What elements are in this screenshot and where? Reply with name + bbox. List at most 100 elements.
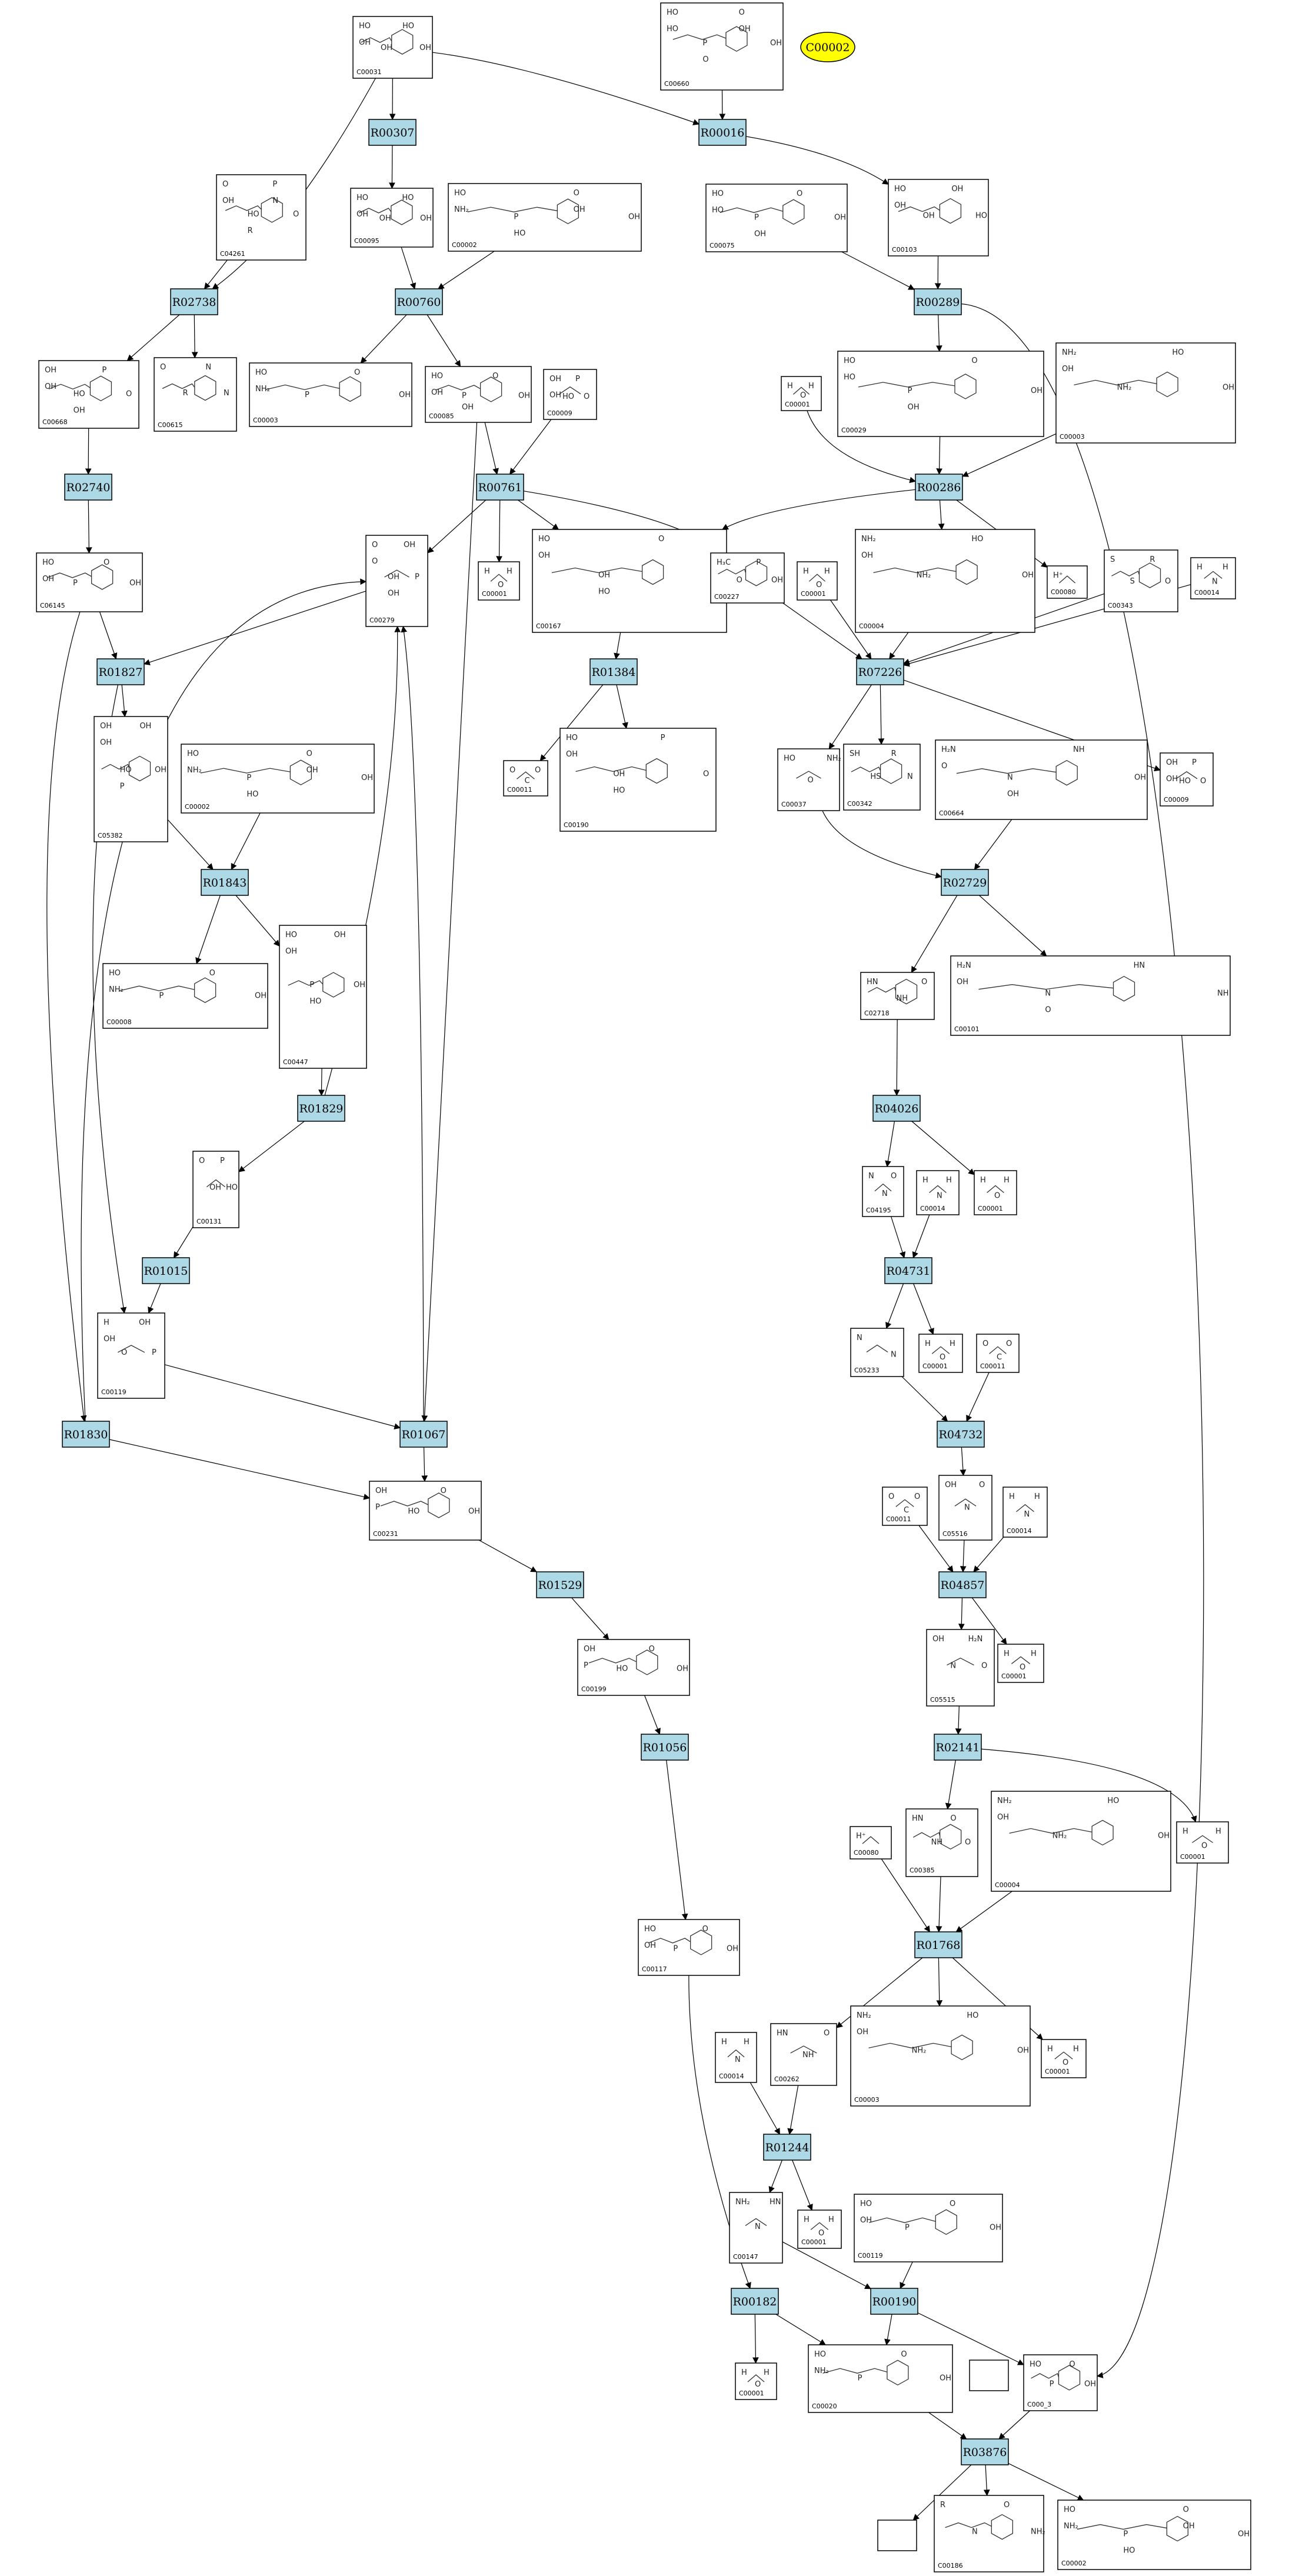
reaction-node[interactable]: R07226 <box>856 658 904 685</box>
reaction-node[interactable]: R03876 <box>961 2438 1009 2465</box>
reaction-node[interactable]: R01244 <box>763 2134 811 2161</box>
reaction-node[interactable]: R00182 <box>731 2288 779 2315</box>
reaction-node[interactable]: R00760 <box>395 288 443 315</box>
reaction-node[interactable]: R02141 <box>934 1734 982 1761</box>
reaction-node[interactable]: R02729 <box>941 869 989 896</box>
reaction-node[interactable]: R01768 <box>914 1931 962 1958</box>
reaction-node[interactable]: R00289 <box>914 288 962 315</box>
empty-box-bottom[interactable] <box>877 2520 917 2551</box>
reaction-node[interactable]: R00307 <box>368 119 417 146</box>
reaction-node[interactable]: R00761 <box>476 474 524 501</box>
reaction-node[interactable]: R01829 <box>297 1095 345 1122</box>
empty-box-top[interactable] <box>969 2360 1009 2391</box>
reaction-node[interactable]: R00286 <box>915 474 963 501</box>
reaction-node[interactable]: R02740 <box>64 474 112 501</box>
reaction-node[interactable]: R04732 <box>937 1421 985 1448</box>
reaction-node[interactable]: R01384 <box>589 658 638 685</box>
reaction-node[interactable]: R01067 <box>399 1421 448 1448</box>
compound-node[interactable]: H⁺C00080 <box>850 1826 892 1859</box>
compound-node[interactable]: H⁺C00080 <box>1047 565 1088 599</box>
reaction-node[interactable]: R01529 <box>536 1571 584 1598</box>
reaction-node[interactable]: R01843 <box>201 869 249 896</box>
reaction-node[interactable]: R02738 <box>170 288 218 315</box>
reaction-node[interactable]: R00190 <box>870 2288 918 2315</box>
reaction-node[interactable]: R04026 <box>872 1095 921 1122</box>
highlight-ellipse[interactable]: C00002 <box>800 32 855 62</box>
reaction-node[interactable]: R01015 <box>142 1257 190 1284</box>
compound-node[interactable]: HOOHOPOHHOC00167 <box>532 529 727 633</box>
reaction-node[interactable]: R00016 <box>698 119 747 146</box>
reaction-node[interactable]: R01830 <box>62 1421 110 1448</box>
reaction-node[interactable]: R01827 <box>96 658 145 685</box>
reaction-node[interactable]: R04731 <box>884 1257 932 1284</box>
reaction-node[interactable]: R04857 <box>938 1571 987 1598</box>
reaction-node[interactable]: R01056 <box>641 1734 689 1761</box>
